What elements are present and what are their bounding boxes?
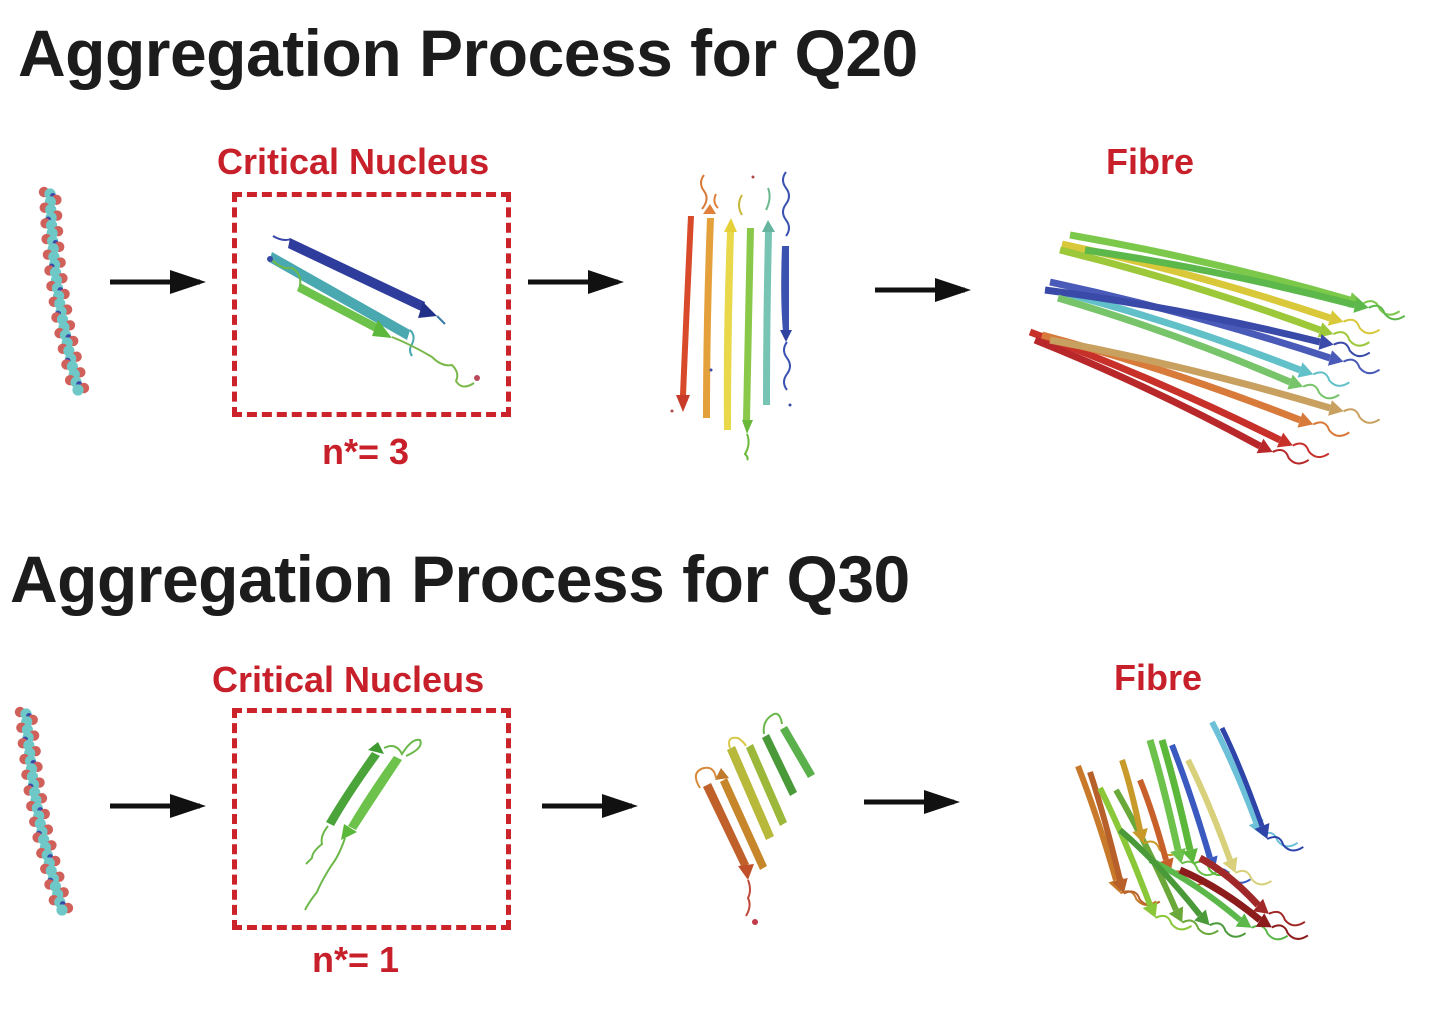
strand-arrowhead	[1194, 909, 1210, 926]
coil-tail	[1155, 914, 1193, 931]
beta-strand	[1059, 288, 1302, 374]
coil-tail	[1343, 318, 1381, 335]
fibre-label-q20: Fibre	[1106, 141, 1195, 182]
beta-strand	[1185, 758, 1233, 862]
coil-tail	[1251, 924, 1289, 941]
arrow-icon	[110, 270, 206, 294]
strand-arrowhead	[1287, 374, 1304, 390]
coil-tail	[1181, 919, 1219, 936]
beta-strand	[1075, 764, 1119, 881]
coil-tail	[1343, 358, 1381, 375]
strand-arrowhead	[1252, 898, 1269, 914]
coil-tail	[1343, 408, 1381, 424]
beta-strand	[1113, 788, 1179, 912]
beta-strand	[1137, 778, 1169, 861]
strand-arrowhead	[1256, 438, 1273, 454]
strand-arrowhead	[1327, 350, 1344, 366]
beta-strand	[1209, 720, 1259, 824]
coil-tail	[1363, 300, 1401, 316]
panel-title-q20: Aggregation Process for Q20	[18, 16, 918, 90]
coil-tail	[1292, 442, 1330, 459]
coil-tail	[1209, 922, 1247, 938]
beta-strand	[1219, 726, 1265, 827]
intermediate-sheet-q30	[694, 712, 815, 925]
coil-tail	[1302, 383, 1340, 400]
strand-arrowhead	[1327, 310, 1344, 326]
coil-tail	[1332, 331, 1370, 347]
arrow-icon	[110, 794, 206, 818]
arrow-icon	[528, 270, 624, 294]
fibre-label-q30: Fibre	[1114, 657, 1203, 698]
strand-arrowhead	[1168, 906, 1184, 923]
critical-nucleus-box-q30	[232, 708, 511, 930]
critical-nucleus-box-q20	[232, 192, 511, 417]
fibre-structure-q30	[1075, 720, 1309, 941]
strand-arrowhead	[1353, 297, 1369, 313]
beta-strand	[1198, 854, 1261, 908]
beta-strand	[1097, 786, 1153, 907]
beta-strand	[1069, 231, 1351, 304]
strand-arrowhead	[1318, 334, 1334, 350]
coil-tail	[1266, 835, 1304, 852]
beta-strand	[1158, 739, 1194, 851]
strand-arrowhead	[1276, 432, 1293, 448]
beta-strand	[1059, 246, 1322, 334]
coil-tail	[1234, 869, 1272, 886]
strand-arrowhead	[1170, 848, 1186, 864]
strand-arrowhead	[1297, 412, 1314, 428]
strand-arrowhead	[1235, 913, 1252, 928]
coil-tail	[1271, 924, 1309, 940]
atom-carbon	[56, 904, 68, 916]
monomer-molecule-q20	[38, 186, 90, 396]
beta-strand	[1057, 294, 1292, 386]
beta-strand	[1169, 743, 1213, 859]
strand-arrowhead	[1255, 913, 1272, 928]
critical-nucleus-label-q20: Critical Nucleus	[217, 141, 490, 182]
coil-tail	[1312, 421, 1350, 437]
critical-nucleus-structure-q30	[304, 738, 422, 911]
strand-arrowhead	[1182, 848, 1198, 864]
beta-strand	[1044, 286, 1321, 346]
coil-tail	[1181, 860, 1219, 877]
coil-tail	[1368, 304, 1406, 321]
panel-title-q30: Aggregation Process for Q30	[10, 542, 910, 616]
arrow-icon	[875, 278, 971, 302]
fibre-structure-q20	[1028, 231, 1406, 465]
nucleus-size-label-q20: n*= 3	[322, 431, 410, 472]
beta-strand	[1178, 866, 1263, 923]
beta-strand	[1146, 739, 1182, 851]
strand-arrowhead	[1142, 901, 1158, 918]
nucleus-size-label-q30: n*= 1	[312, 939, 400, 980]
arrow-icon	[542, 794, 638, 818]
atom-carbon	[72, 384, 84, 396]
beta-strand	[1084, 246, 1356, 309]
beta-strand	[1118, 827, 1203, 917]
strand-arrowhead	[1297, 362, 1314, 378]
coil-tail	[1268, 910, 1306, 927]
critical-nucleus-structure-q20	[267, 235, 480, 388]
beta-strand	[1119, 759, 1143, 831]
beta-strand	[1033, 336, 1262, 450]
monomer-molecule-q30	[14, 706, 74, 916]
coil-tail	[1333, 341, 1371, 358]
strand-arrowhead	[1222, 856, 1238, 873]
coil-tail	[1312, 371, 1350, 387]
intermediate-sheet-q20	[670, 171, 792, 461]
strand-arrowhead	[1328, 400, 1344, 416]
strand-arrowhead	[1254, 822, 1270, 839]
arrow-icon	[864, 790, 960, 814]
beta-strand	[1049, 336, 1332, 412]
critical-nucleus-label-q30: Critical Nucleus	[212, 659, 485, 700]
coil-tail	[1272, 448, 1310, 465]
strand-arrowhead	[1112, 877, 1128, 894]
strand-arrowhead	[1317, 322, 1334, 338]
strand-arrowhead	[1132, 828, 1148, 844]
beta-strand	[1087, 771, 1123, 881]
